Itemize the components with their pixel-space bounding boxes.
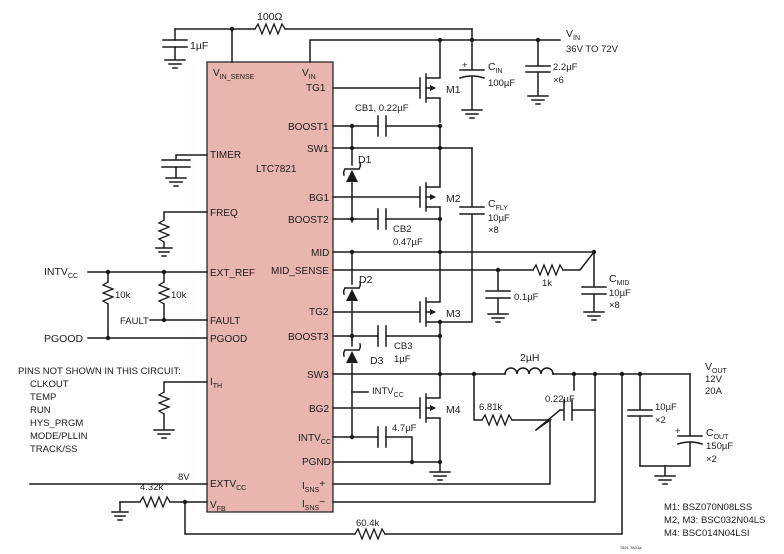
pins-note: PINS NOT SHOWN IN THIS CIRCUIT: CLKOUT T… [18, 366, 181, 455]
c-top-label: 1µF [190, 40, 208, 52]
pin-timer: TIMER [210, 150, 241, 161]
cout-value: 150µF [706, 441, 733, 452]
r681-label: 6.81k [479, 402, 502, 413]
vin-range: 36V TO 72V [566, 44, 619, 55]
cb2-value: 0.47µF [393, 237, 423, 248]
vin-label: VIN [566, 28, 580, 42]
cb3-label: CB3 [394, 341, 412, 352]
pin-pgnd: PGND [302, 457, 331, 468]
vout-label: VOUT [705, 361, 728, 375]
svg-text:+: + [462, 60, 468, 71]
mosfet-m3 [332, 251, 441, 375]
v8-label: 8V [178, 472, 190, 483]
pins-note-item: RUN [30, 405, 51, 416]
mosfet-m4 [332, 373, 441, 463]
cin-capacitor: + [459, 39, 485, 119]
c01-label: 0.1µF [514, 292, 539, 303]
pin-ext-ref: EXT_REF [210, 268, 255, 279]
fet-list-item: M1: BSZ070N08LSS [664, 502, 752, 513]
pin-sw3: SW3 [307, 370, 329, 381]
pin-pgood: PGOOD [210, 334, 247, 345]
vin-filter [162, 22, 473, 69]
c22-capacitor [525, 39, 551, 105]
d3-label: D3 [370, 355, 384, 367]
intvcc-d3-label: INTVCC [372, 386, 404, 399]
pin-bg2: BG2 [309, 404, 329, 415]
c022b-label: 0.22µF [545, 394, 575, 405]
inductor-label: 2µH [520, 352, 539, 364]
r1k-label: 1k [542, 278, 552, 289]
cfly-label: CFLY [488, 198, 508, 212]
pin-freq: FREQ [210, 208, 238, 219]
figure-id: 7821 TA01a [620, 545, 642, 550]
r10k-a-label: 10k [115, 290, 131, 301]
ic-left-pins: TIMER FREQ EXT_REF FAULT PGOOD ITH EXTVC… [210, 150, 255, 513]
mosfet-m2 [332, 147, 441, 253]
fet-list-item: M4: BSC014N04LSI [664, 528, 750, 539]
c10u-qty: ×2 [655, 415, 666, 426]
cmid-label: CMID [609, 273, 629, 287]
pins-note-item: TRACK/SS [30, 444, 78, 455]
ic-body [206, 61, 334, 513]
cb2-label: CB2 [393, 224, 411, 235]
m3-label: M3 [446, 308, 461, 320]
cout-qty: ×2 [706, 454, 717, 465]
pin-bg1: BG1 [309, 193, 329, 204]
m2-label: M2 [446, 193, 461, 205]
cin-label: CIN [488, 61, 503, 75]
pin-mid-sense: MID_SENSE [271, 266, 329, 277]
pin-boost2: BOOST2 [288, 215, 329, 226]
d2-label: D2 [359, 274, 373, 286]
fet-list: M1: BSZ070N08LSS M2, M3: BSC032N04LS M4:… [664, 502, 765, 539]
c10u-label: 10µF [655, 402, 677, 413]
cb3-value: 1µF [394, 354, 411, 365]
diode-d3 [342, 335, 362, 393]
r10k-b-label: 10k [171, 290, 187, 301]
r432-label: 4.32k [140, 482, 163, 493]
pin-boost1: BOOST1 [288, 122, 329, 133]
pins-note-item: MODE/PLLIN [30, 431, 88, 442]
cmid-qty: ×8 [609, 300, 620, 311]
pin-boost3: BOOST3 [288, 332, 329, 343]
intvcc-left-label: INTVCC [44, 266, 78, 280]
vout-current: 20A [705, 386, 723, 397]
d1-label: D1 [358, 154, 372, 166]
cin-value: 100µF [488, 78, 515, 89]
pin-fault: FAULT [210, 316, 240, 327]
m4-label: M4 [446, 404, 461, 416]
inductor [504, 367, 554, 375]
c22-qty: ×6 [553, 75, 564, 86]
svg-text:+: + [675, 426, 681, 437]
cfly-qty: ×8 [488, 225, 499, 236]
pin-sw1: SW1 [307, 144, 329, 155]
mosfet-m1 [332, 39, 441, 123]
cb1-label: CB1, 0.22µF [355, 103, 409, 114]
fault-net-label: FAULT [120, 316, 149, 327]
diode-d2 [342, 251, 362, 341]
pin-tg2: TG2 [309, 307, 329, 318]
r604-label: 60.4k [356, 518, 379, 529]
r-top-label: 100Ω [257, 11, 283, 23]
pins-note-item: CLKOUT [30, 379, 69, 390]
pins-note-item: HYS_PRGM [30, 418, 83, 429]
fet-list-item: M2, M3: BSC032N04LS [664, 515, 765, 526]
cfly-value: 10µF [488, 213, 510, 224]
ic-part-number: LTC7821 [256, 164, 297, 175]
cmid-value: 10µF [609, 288, 631, 299]
cfly-capacitor [439, 147, 485, 323]
pin-mid: MID [311, 248, 329, 259]
pgood-net-label: PGOOD [44, 333, 84, 345]
diode-d1 [342, 125, 362, 223]
m1-label: M1 [446, 84, 461, 96]
pin-tg1: TG1 [306, 83, 326, 94]
pins-note-title: PINS NOT SHOWN IN THIS CIRCUIT: [18, 366, 181, 377]
vout-voltage: 12V [705, 374, 723, 385]
c47-label: 4.7µF [392, 423, 417, 434]
c22-label: 2.2µF [553, 62, 578, 73]
pins-note-item: TEMP [30, 392, 56, 403]
cout-label: COUT [706, 427, 729, 441]
